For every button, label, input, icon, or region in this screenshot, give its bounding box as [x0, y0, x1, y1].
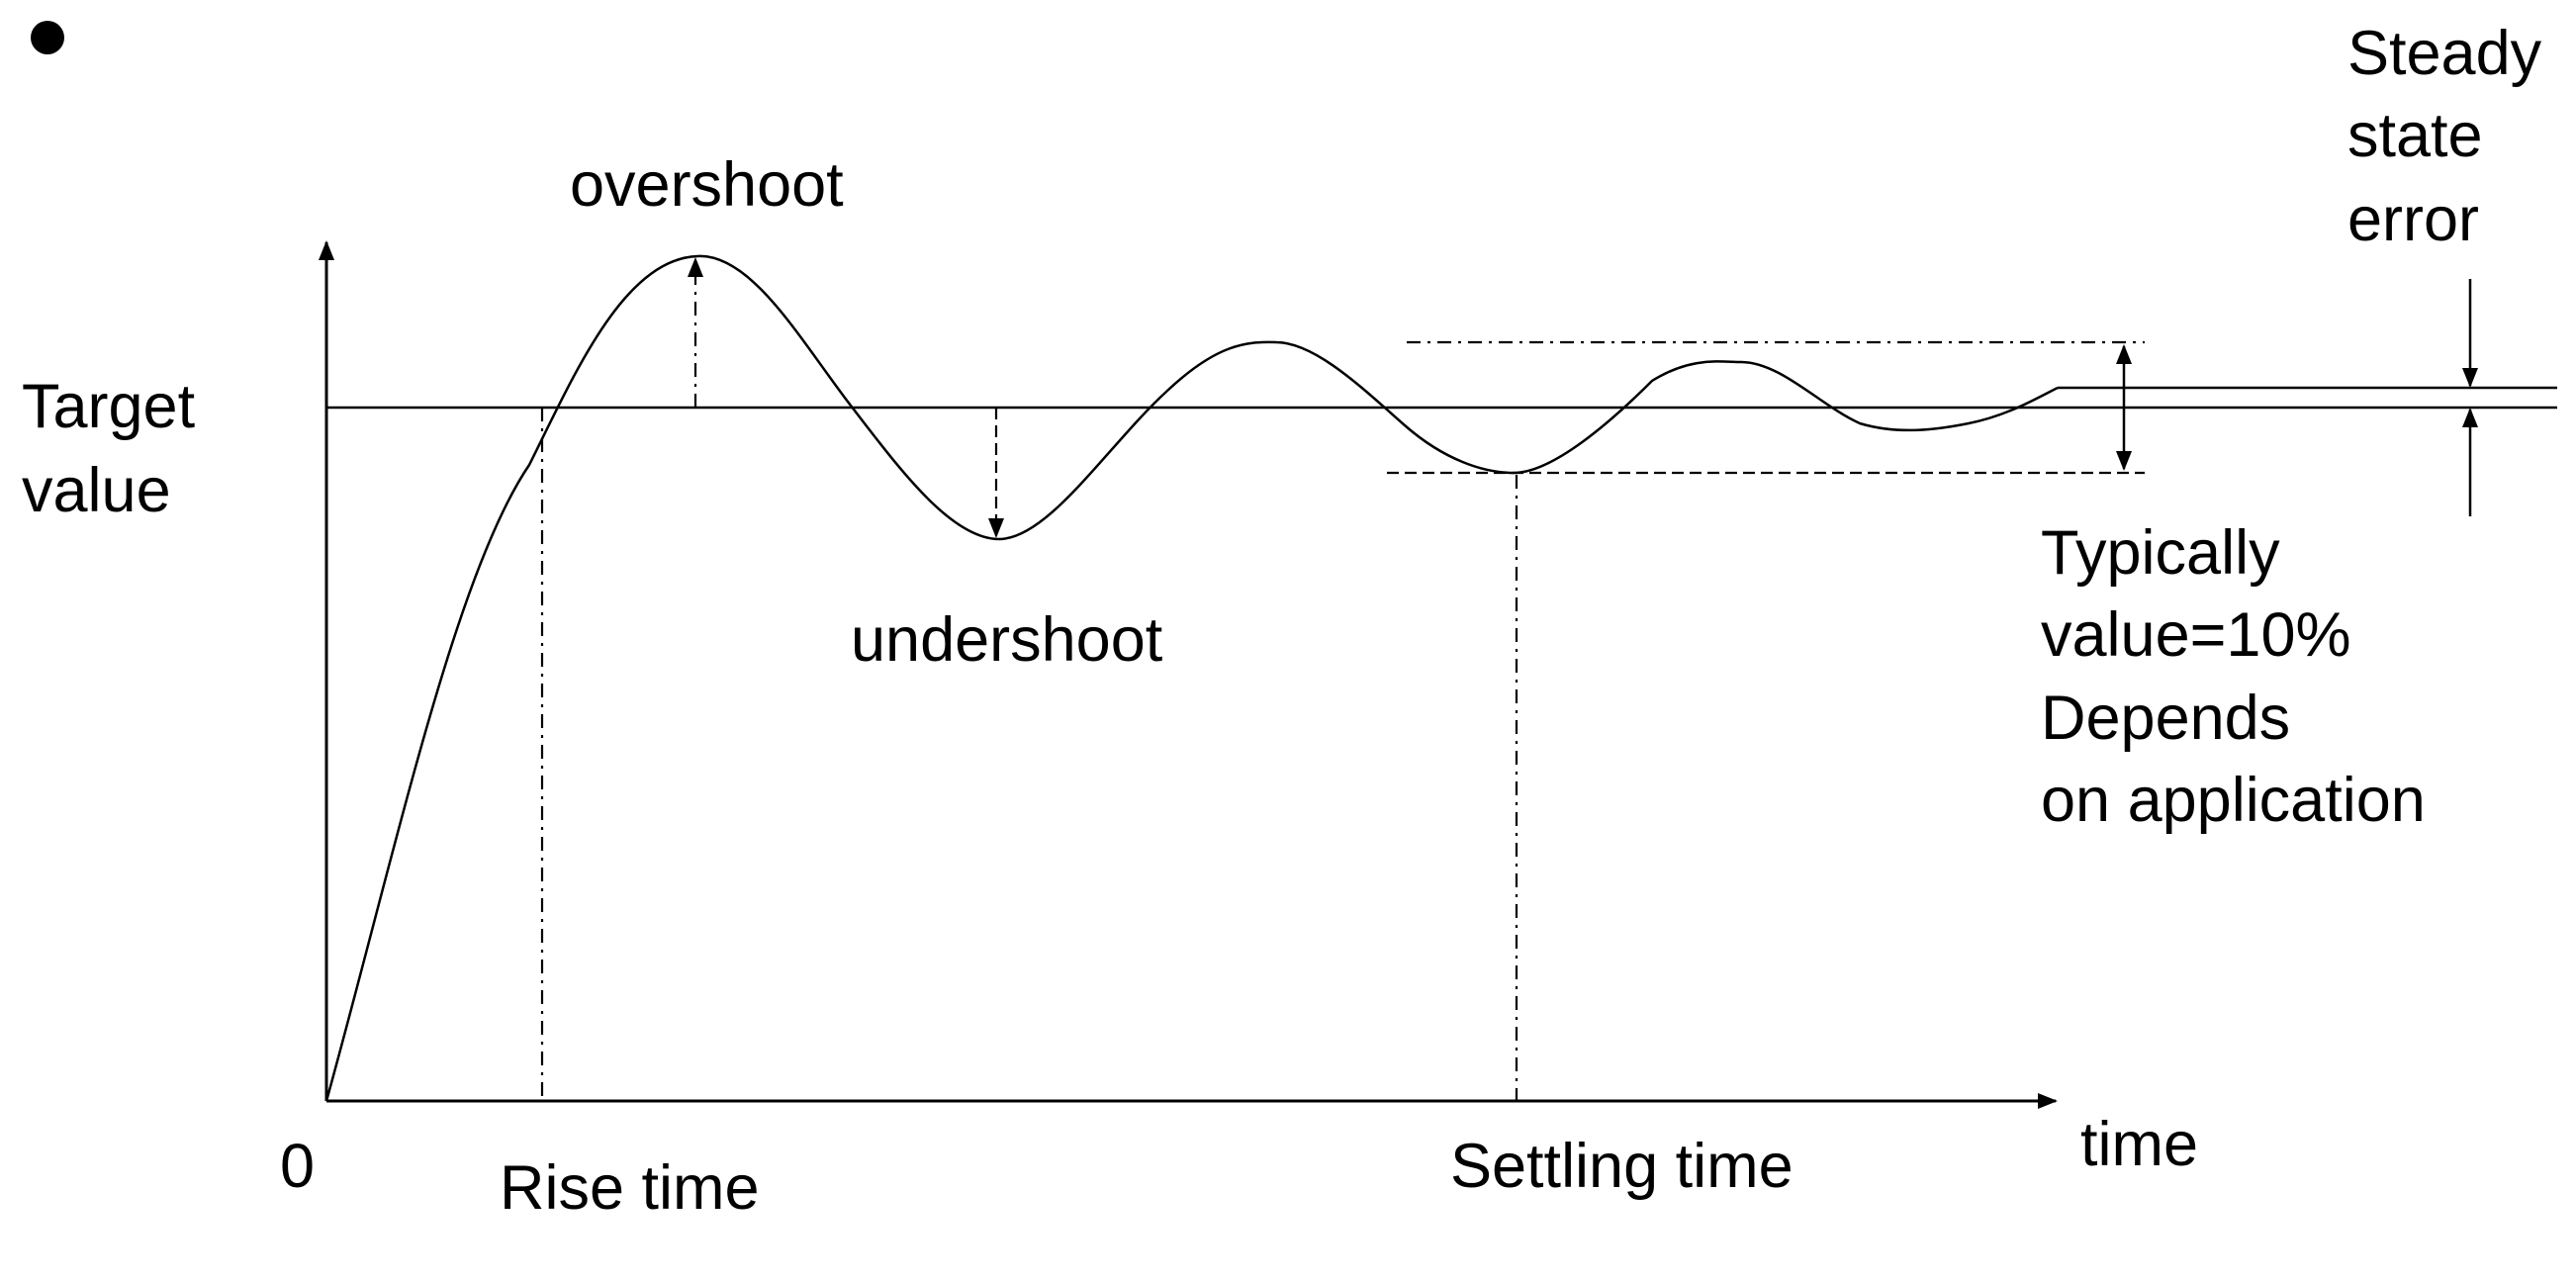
settling-time-label: Settling time	[1450, 1132, 1794, 1201]
tolerance-note: Typically value=10% Depends on applicati…	[2041, 518, 2426, 835]
origin-label: 0	[280, 1132, 315, 1201]
response-curve	[324, 254, 2059, 1102]
overshoot-label: overshoot	[570, 150, 844, 220]
x-axis-label: time	[2080, 1110, 2198, 1179]
steady-state-error-label: Steady state error	[2347, 19, 2559, 254]
y-axis-label: Target value	[22, 372, 213, 525]
bullet-icon	[31, 21, 64, 54]
undershoot-label: undershoot	[851, 605, 1163, 675]
rise-time-label: Rise time	[500, 1153, 760, 1223]
